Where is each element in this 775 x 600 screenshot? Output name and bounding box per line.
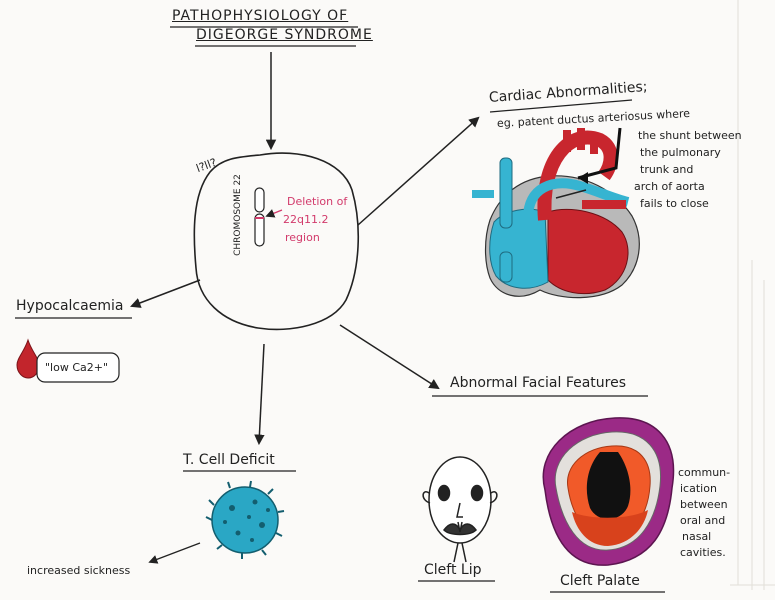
palate-note-6: cavities. — [680, 546, 726, 559]
tcell-effect: increased sickness — [27, 564, 131, 577]
deletion-pointer — [265, 209, 283, 218]
arrow-to-hypocalcaemia — [130, 279, 201, 308]
cardiac-desc-5: fails to close — [640, 197, 709, 210]
heart-illustration — [472, 127, 640, 299]
palate-note-1: commun- — [678, 466, 731, 479]
cleft-palate-label: Cleft Palate — [560, 573, 640, 589]
arrow-to-facial — [339, 324, 440, 390]
cleft-lip-label: Cleft Lip — [424, 562, 482, 578]
tcell-heading: T. Cell Deficit — [183, 452, 275, 468]
facial-heading: Abnormal Facial Features — [450, 375, 627, 391]
arrow-to-tcell — [254, 343, 265, 446]
chromosome-icon — [254, 187, 265, 247]
blood-drop-icon — [16, 338, 40, 379]
palate-note-3: between — [680, 498, 728, 511]
palate-note-5: nasal — [682, 530, 712, 543]
paper-edge — [730, 0, 775, 590]
cell-outline — [193, 152, 359, 331]
deletion-line-3: region — [285, 231, 320, 244]
cleft-palate-mouth — [542, 417, 675, 566]
palate-note-4: oral and — [680, 514, 726, 527]
title-line-2: DIGEORGE SYNDROME — [196, 27, 373, 43]
hypocalcaemia-heading: Hypocalcaemia — [16, 298, 124, 314]
t-cell-icon — [205, 480, 285, 559]
cleft-lip-face — [422, 456, 498, 563]
arrow-to-sickness — [148, 542, 201, 564]
palate-note-2: ication — [680, 482, 717, 495]
cardiac-desc-3: trunk and — [640, 163, 694, 176]
cardiac-desc-2: the pulmonary — [640, 146, 721, 159]
deletion-line-1: Deletion of — [287, 195, 348, 208]
chromosome-label: CHROMOSOME 22 — [232, 174, 243, 256]
speech-bubble — [36, 352, 120, 383]
cardiac-desc-4: arch of aorta — [634, 180, 705, 193]
speech-bubble-text: "low Ca2+" — [45, 361, 109, 374]
cardiac-desc-1: the shunt between — [638, 129, 742, 142]
cardiac-underline — [489, 99, 633, 113]
title-line-1: PATHOPHYSIOLOGY OF — [172, 8, 349, 24]
deletion-line-2: 22q11.2 — [283, 213, 329, 226]
arrow-to-cardiac — [357, 116, 480, 226]
